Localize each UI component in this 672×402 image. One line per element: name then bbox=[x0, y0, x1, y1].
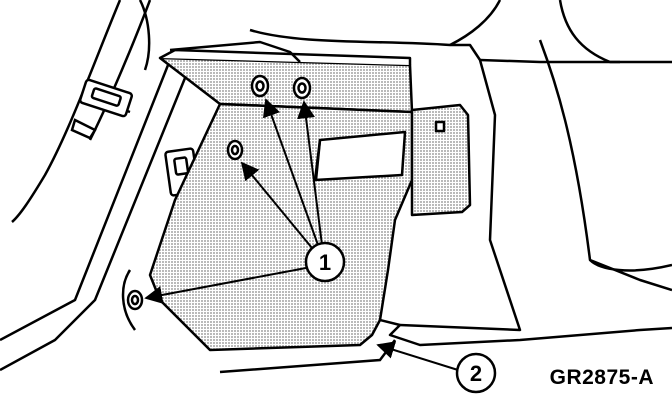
pillar-outline bbox=[0, 0, 187, 372]
callout-1-label: 1 bbox=[319, 250, 331, 275]
belt-guide-inner bbox=[90, 87, 122, 107]
leader-lines bbox=[144, 98, 459, 371]
callout-2: 2 bbox=[455, 352, 497, 394]
callout-2-label: 2 bbox=[470, 361, 482, 386]
rear-side-panel bbox=[169, 0, 672, 347]
seat-belt-strap bbox=[70, 78, 200, 197]
retainer-clips bbox=[126, 74, 312, 311]
callout-1: 1 bbox=[304, 241, 346, 283]
figure-code: GR2875-A bbox=[549, 366, 654, 389]
quarter-trim-panel bbox=[148, 102, 414, 352]
upper-trim-shelf bbox=[158, 48, 414, 114]
